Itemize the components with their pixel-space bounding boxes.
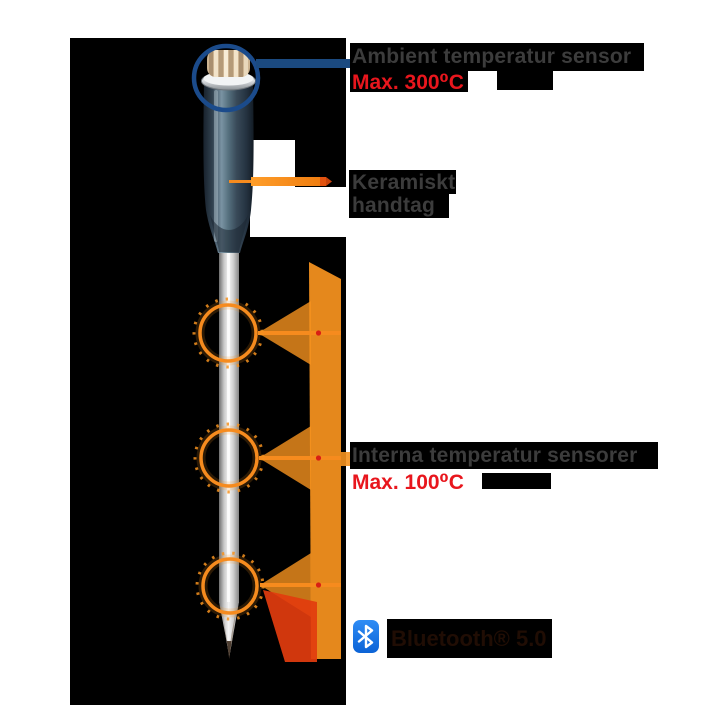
text-highlight-box [349, 170, 456, 194]
ambient-annotation [191, 43, 350, 113]
text-highlight-box [482, 473, 551, 489]
sensor-fan [258, 262, 351, 662]
text-highlight-box [350, 43, 644, 71]
sensor-circle-2 [193, 422, 265, 494]
sensor-circles [192, 297, 265, 621]
white-matte-patch [250, 140, 295, 237]
text-highlight-box [350, 70, 468, 92]
bluetooth-label: Bluetooth® 5.0 [391, 626, 547, 651]
probe-cap [207, 50, 250, 77]
ambient-sensor-label: Ambient temperatur sensor [352, 45, 632, 68]
probe [201, 50, 256, 659]
ceramic-handle-label-line1: Keramiskt [352, 171, 456, 194]
sensor-circle-3 [195, 551, 265, 621]
probe-handle [203, 84, 254, 253]
probe-tip [219, 602, 239, 657]
bluetooth-icon [353, 620, 379, 653]
sensor-circle-1 [192, 297, 264, 369]
internal-sensor-label: Interna temperatur sensorer [352, 444, 638, 467]
text-highlight-box [349, 193, 449, 218]
text-highlight-box [497, 70, 553, 90]
ceramic-handle-pointer [229, 177, 332, 186]
blue-connector-line [256, 59, 350, 68]
internal-max-temp: Max. 100⁰C [352, 471, 464, 494]
blue-highlight-circle [191, 43, 261, 113]
ambient-max-temp: Max. 300⁰C [352, 71, 464, 94]
ceramic-handle-label: Keramiskt handtag [352, 171, 455, 217]
ceramic-handle-label-line2: handtag [352, 194, 436, 217]
white-matte-patch [295, 187, 346, 237]
text-highlight-box [350, 442, 658, 469]
text-highlight-box [387, 619, 552, 658]
